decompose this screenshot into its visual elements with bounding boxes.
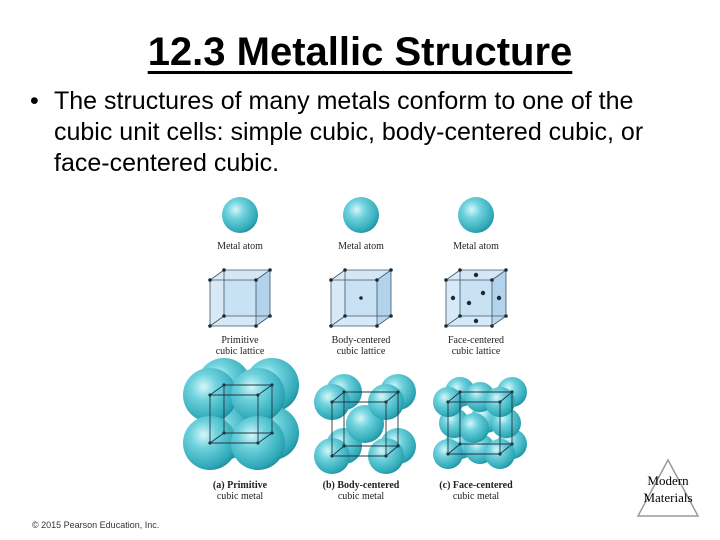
metal-atom-sphere-2 bbox=[343, 197, 379, 233]
bullet-point: • The structures of many metals conform … bbox=[30, 86, 680, 179]
primitive-lattice-cube bbox=[208, 268, 272, 328]
face-centered-cubic-metal bbox=[433, 377, 527, 469]
bullet-text: The structures of many metals conform to… bbox=[54, 87, 644, 177]
caption-primitive-metal: (a) Primitive cubic metal bbox=[212, 480, 268, 502]
body-centered-cubic-metal bbox=[314, 374, 416, 474]
metal-atom-label-1: Metal atom bbox=[217, 241, 263, 252]
bullet-icon: • bbox=[30, 87, 39, 115]
modern-materials-link-button[interactable]: Modern Materials bbox=[636, 458, 700, 518]
caption-body-centered-metal: (b) Body-centered cubic metal bbox=[322, 480, 400, 502]
face-centered-lattice-cube bbox=[444, 268, 508, 328]
metal-atom-label-3: Metal atom bbox=[453, 241, 499, 252]
body-centered-lattice-cube bbox=[329, 268, 393, 328]
nav-button-label: Modern Materials bbox=[643, 473, 693, 505]
lattice-label-face-centered: Face-centered cubic lattice bbox=[447, 335, 505, 357]
primitive-cubic-metal bbox=[183, 358, 299, 470]
title-text: 12.3 Metallic Structure bbox=[147, 30, 573, 74]
caption-face-centered-metal: (c) Face-centered cubic metal bbox=[439, 480, 513, 502]
metal-atom-sphere-1 bbox=[222, 197, 258, 233]
triangle-arrow-icon bbox=[636, 458, 700, 517]
copyright-notice: © 2015 Pearson Education, Inc. bbox=[32, 520, 160, 530]
cubic-unit-cells-figure: Metal atom Metal atom Metal atom Primiti… bbox=[180, 190, 540, 510]
metal-atom-sphere-3 bbox=[458, 197, 494, 233]
page-title: 12.3 Metallic Structure bbox=[0, 30, 720, 74]
metal-atom-label-2: Metal atom bbox=[338, 241, 384, 252]
lattice-label-body-centered: Body-centered cubic lattice bbox=[331, 335, 391, 357]
figure-graphics bbox=[183, 197, 527, 474]
lattice-label-primitive: Primitive cubic lattice bbox=[215, 335, 265, 357]
